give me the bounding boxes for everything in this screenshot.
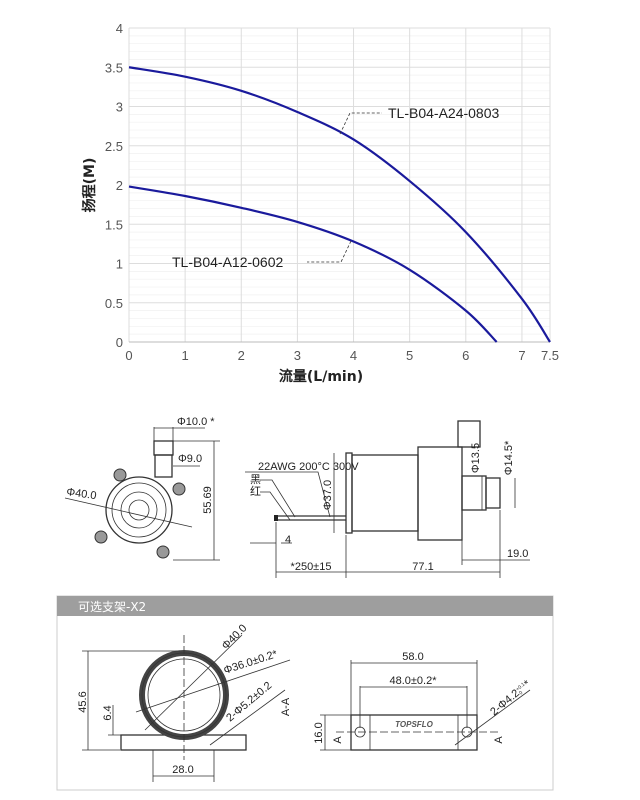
x-tick-label: 6 bbox=[462, 348, 469, 363]
x-tick-label: 4 bbox=[350, 348, 357, 363]
section-mark-right: A bbox=[493, 736, 505, 744]
pump-front-view: Φ10.0 * Φ9.0 Φ40.0 55.69 bbox=[64, 416, 220, 561]
dim-6-4: 6.4 bbox=[102, 705, 114, 720]
y-tick-label: 1.5 bbox=[105, 217, 123, 232]
dim-strip-4: 4 bbox=[285, 534, 291, 546]
dim-phi9: Φ9.0 bbox=[178, 453, 202, 465]
y-tick-label: 4 bbox=[116, 21, 123, 36]
screw-icons bbox=[94, 468, 186, 559]
tol-upper: +0.1 bbox=[515, 682, 527, 693]
x-tick-label: 1 bbox=[182, 348, 189, 363]
dim-45-6: 45.6 bbox=[77, 691, 89, 712]
series-line-0 bbox=[128, 66, 551, 343]
dim-phi13-5: Φ13.5 bbox=[470, 443, 482, 473]
dim-55-69: 55.69 bbox=[202, 486, 214, 514]
x-tick-label: 2 bbox=[238, 348, 245, 363]
chart-grid bbox=[128, 27, 551, 343]
x-tick-labels: 0 1 2 3 4 5 6 7 7.5 bbox=[125, 348, 559, 363]
y-tick-label: 2.5 bbox=[105, 139, 123, 154]
dim-bracket-hole52: 2-Φ5.2±0.2 bbox=[224, 680, 274, 725]
dim-phi40: Φ40.0 bbox=[66, 486, 98, 502]
y-tick-label: 0 bbox=[116, 335, 123, 350]
series-label-a12: TL-B04-A12-0602 bbox=[172, 254, 284, 270]
y-tick-label: 3 bbox=[116, 100, 123, 115]
dim-28: 28.0 bbox=[172, 764, 193, 776]
topsflo-logo: TOPSFLO bbox=[395, 720, 433, 729]
section-mark-left: A bbox=[332, 736, 344, 744]
wire-spec: 22AWG 200°C 300V bbox=[258, 461, 359, 473]
y-tick-label: 0.5 bbox=[105, 296, 123, 311]
tol-lower: 0 bbox=[518, 690, 524, 697]
dim-77-1: 77.1 bbox=[412, 561, 433, 573]
tol-star: * bbox=[522, 678, 534, 690]
y-tick-label: 3.5 bbox=[105, 60, 123, 75]
dim-phi10: Φ10.0 * bbox=[177, 416, 215, 428]
pump-side-view: 22AWG 200°C 300V 黑 红 Φ37.0 Φ13.5 Φ14.5* … bbox=[245, 420, 530, 578]
bracket-top-view: TOPSFLO 58.0 48.0±0.2* 16.0 A A 2-Φ4.2 +… bbox=[313, 651, 533, 751]
bracket-panel: 可选支架-X2 Φ40.0 Φ36.0±0.2* 2-Φ5.2±0.2 45.6… bbox=[56, 595, 554, 791]
dim-16: 16.0 bbox=[313, 722, 325, 743]
x-tick-label: 5 bbox=[406, 348, 413, 363]
dim-wire-length: *250±15 bbox=[291, 561, 332, 573]
chart-curves bbox=[128, 66, 551, 343]
series-line-1 bbox=[128, 185, 498, 343]
dim-58: 58.0 bbox=[402, 651, 423, 663]
panel-header bbox=[57, 596, 553, 616]
dim-hole42: 2-Φ4.2 +0.1 0 * bbox=[488, 678, 533, 719]
wire-red-label: 红 bbox=[250, 485, 261, 498]
y-tick-labels: 0 0.5 1 1.5 2 2.5 3 3.5 4 bbox=[105, 21, 123, 350]
dim-bracket-phi36: Φ36.0±0.2* bbox=[222, 648, 279, 677]
svg-text:2-Φ4.2: 2-Φ4.2 bbox=[488, 687, 522, 718]
y-tick-label: 2 bbox=[116, 178, 123, 193]
dim-phi37: Φ37.0 bbox=[322, 480, 334, 510]
x-tick-label: 0 bbox=[125, 348, 132, 363]
wire-black-label: 黑 bbox=[250, 473, 261, 486]
dim-bracket-phi40: Φ40.0 bbox=[220, 622, 250, 652]
panel-title: 可选支架-X2 bbox=[78, 600, 146, 614]
bracket-section-view: Φ40.0 Φ36.0±0.2* 2-Φ5.2±0.2 45.6 6.4 28.… bbox=[77, 622, 292, 782]
x-tick-label: 3 bbox=[294, 348, 301, 363]
y-tick-label: 1 bbox=[116, 257, 123, 272]
dim-19: 19.0 bbox=[507, 548, 528, 560]
x-tick-label: 7 bbox=[518, 348, 525, 363]
dim-phi14-5: Φ14.5* bbox=[503, 440, 515, 475]
section-label: A-A bbox=[280, 697, 292, 716]
x-tick-label: 7.5 bbox=[541, 348, 559, 363]
y-axis-label: 扬程(M) bbox=[81, 158, 98, 213]
series-label-a24: TL-B04-A24-0803 bbox=[388, 105, 500, 121]
x-axis-label: 流量(L/min) bbox=[279, 368, 363, 385]
leader-a12 bbox=[307, 240, 352, 263]
dim-48: 48.0±0.2* bbox=[389, 675, 437, 687]
leader-a24 bbox=[339, 112, 382, 135]
